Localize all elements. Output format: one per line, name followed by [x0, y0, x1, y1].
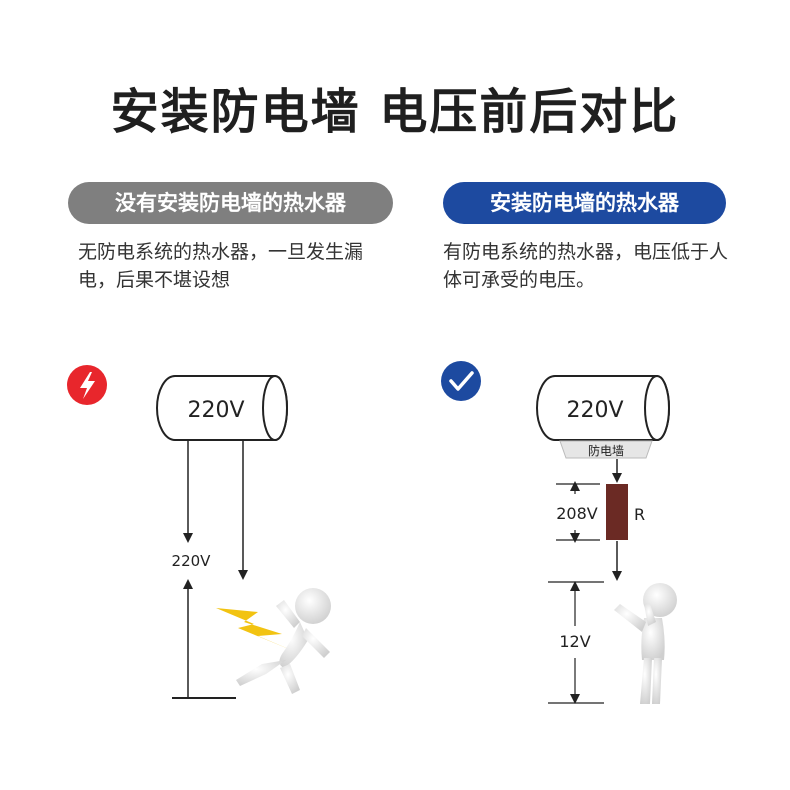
water-heater-right	[536, 375, 670, 441]
checkmark-icon	[441, 361, 481, 401]
wall-label: 防电墙	[588, 443, 624, 458]
lightning-bolt-icon	[216, 608, 296, 652]
heater-voltage-right: 220V	[566, 398, 623, 423]
badge-with-wall: 安装防电墙的热水器	[443, 182, 726, 224]
body-voltage-bracket	[548, 581, 604, 704]
body-voltage-label: 12V	[559, 632, 590, 651]
anti-electric-wall	[559, 440, 653, 459]
leak-voltage-label: 220V	[172, 552, 212, 570]
heater-voltage-left: 220V	[187, 398, 244, 423]
badge-without-wall: 没有安装防电墙的热水器	[68, 182, 393, 224]
resistor	[606, 484, 628, 540]
drop-voltage-bracket	[556, 481, 600, 543]
drop-voltage-label: 208V	[556, 504, 598, 523]
page-title: 安装防电墙 电压前后对比	[110, 84, 680, 140]
water-heater-left	[156, 375, 288, 441]
resistor-label: R	[634, 505, 645, 524]
lightning-icon	[67, 365, 107, 405]
description-with-wall: 有防电系统的热水器，电压低于人体可承受的电压。	[443, 241, 729, 291]
description-without-wall: 无防电系统的热水器，一旦发生漏电，后果不堪设想	[78, 241, 364, 291]
safe-person-icon	[614, 583, 677, 704]
shocked-person-icon	[236, 588, 331, 694]
